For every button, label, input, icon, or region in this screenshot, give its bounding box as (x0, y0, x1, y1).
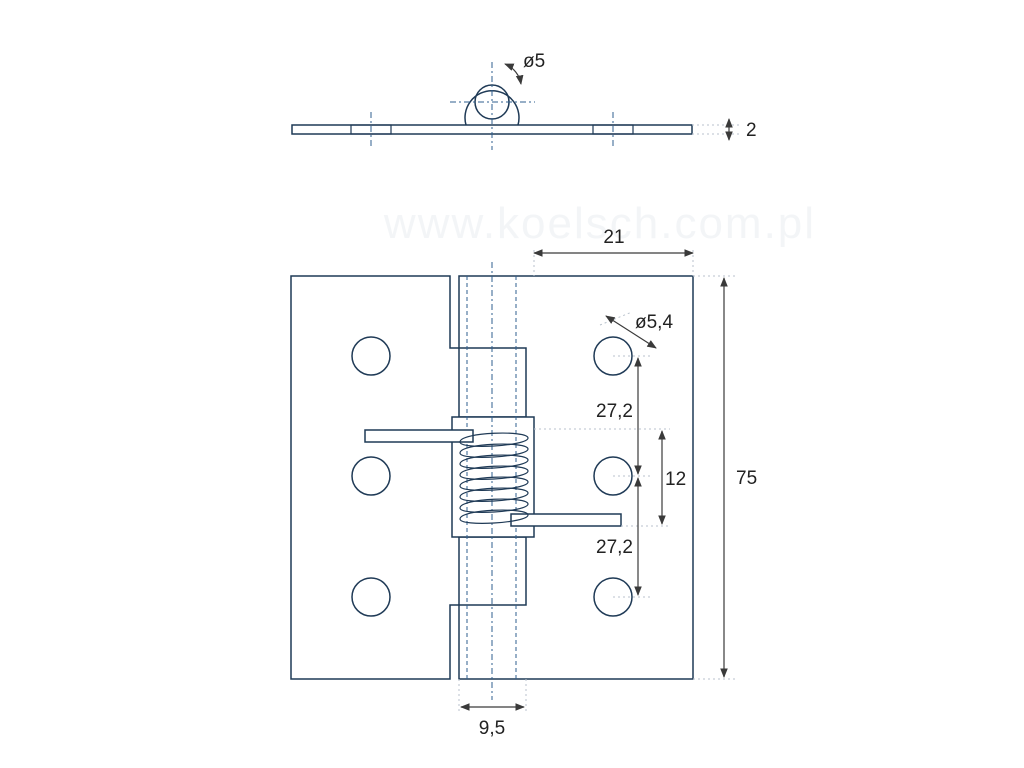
leaf-width-label: 21 (603, 227, 624, 248)
pin-diameter-label: ø5 (523, 51, 545, 72)
spring-arm-lower (510, 513, 622, 527)
top-view-hole-left (350, 124, 392, 135)
hole-spacing-upper-label: 27,2 (596, 401, 633, 422)
spring-coils (459, 432, 529, 524)
hole-diameter-dimension-line (605, 315, 657, 349)
knuckle-width-label: 9,5 (479, 718, 505, 739)
watermark: www.koelsch.com.pl (383, 199, 816, 248)
spring-arm-upper (364, 429, 474, 443)
pin-diameter-dimension-arrow (504, 63, 524, 85)
hole-spacing-lower-label: 27,2 (596, 537, 633, 558)
thickness-label: 2 (746, 120, 757, 141)
top-view-hole-right (592, 124, 634, 135)
front-view: 21 75 ø5,4 27,2 12 27,2 9,5 (290, 227, 757, 739)
left-hole-top (351, 336, 391, 376)
top-view: ø5 2 (291, 51, 757, 150)
hole-diameter-label: ø5,4 (635, 312, 673, 333)
spring-coil (459, 509, 529, 524)
left-hole-bottom (351, 577, 391, 617)
height-label: 75 (736, 468, 757, 489)
left-hole-middle (351, 456, 391, 496)
spring-length-label: 12 (665, 469, 686, 490)
